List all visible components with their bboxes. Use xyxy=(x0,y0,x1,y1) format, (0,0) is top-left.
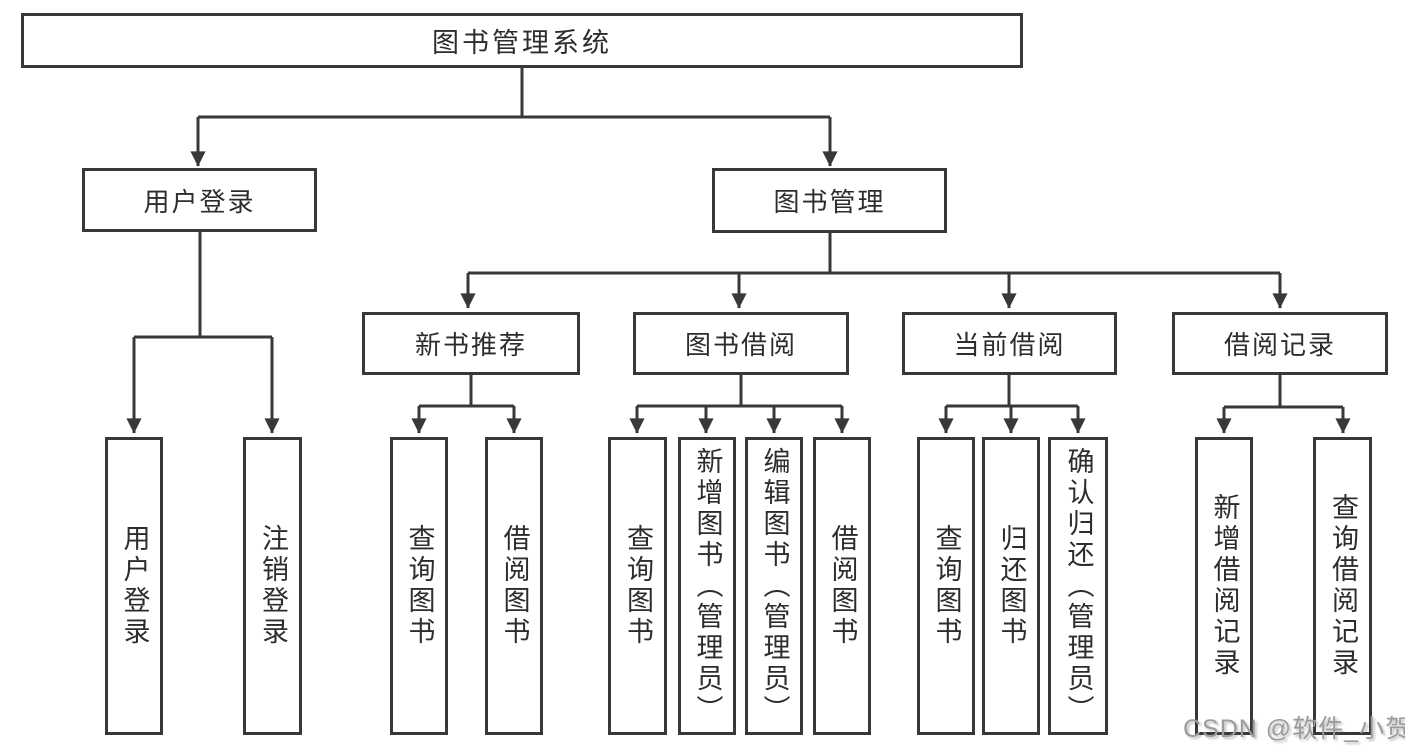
connector-borrowing-records-children xyxy=(1216,375,1351,434)
node-current-borrowing: 当前借阅 xyxy=(902,312,1117,375)
leaf-label: 用户登录 xyxy=(119,524,150,648)
connector-book-borrowing-children xyxy=(629,375,850,434)
leaf-label: 查询图书 xyxy=(623,524,653,648)
leaf-label: 查询图书 xyxy=(931,524,962,648)
csdn-watermark: CSDN @软件_小贺同学 xyxy=(1183,715,1405,743)
leaf-label: 注销登录 xyxy=(258,524,288,648)
node-label: 用户登录 xyxy=(143,186,256,217)
leaf-label: 编辑图书（管理员） xyxy=(759,446,790,726)
leaf-label: 确认归还（管理员） xyxy=(1063,446,1094,726)
leaf-logout: 注销登录 xyxy=(243,437,302,735)
leaf-label: 查询借阅记录 xyxy=(1328,493,1358,679)
node-label: 当前借阅 xyxy=(953,330,1066,360)
node-book-borrowing: 图书借阅 xyxy=(633,312,849,375)
leaf-user-login: 用户登录 xyxy=(105,437,163,735)
leaf-label: 新增借阅记录 xyxy=(1209,493,1240,679)
node-label: 图书借阅 xyxy=(684,330,797,360)
leaf-add-books-admin: 新增图书（管理员） xyxy=(678,437,736,735)
leaf-add-borrow-record: 新增借阅记录 xyxy=(1195,437,1253,735)
leaf-label: 查询图书 xyxy=(404,524,435,648)
connector-user-login-children xyxy=(126,232,280,434)
leaf-label: 新增图书（管理员） xyxy=(692,446,723,726)
connector-new-book-children xyxy=(411,375,522,434)
leaf-return-books: 归还图书 xyxy=(982,437,1040,735)
leaf-search-books-recommend: 查询图书 xyxy=(390,437,448,735)
leaf-search-books-current: 查询图书 xyxy=(917,437,975,735)
node-label: 借阅记录 xyxy=(1223,330,1336,360)
leaf-borrow-books: 借阅图书 xyxy=(813,437,871,735)
root-label: 图书管理系统 xyxy=(432,28,612,58)
leaf-search-borrow-record: 查询借阅记录 xyxy=(1313,437,1372,735)
node-label: 新书推荐 xyxy=(414,330,527,360)
node-new-book-recommendation: 新书推荐 xyxy=(362,312,580,375)
leaf-confirm-return-admin: 确认归还（管理员） xyxy=(1048,437,1108,735)
node-book-management: 图书管理 xyxy=(712,168,947,233)
leaf-edit-books-admin: 编辑图书（管理员） xyxy=(745,437,803,735)
connector-root-to-level2 xyxy=(190,68,838,167)
connector-book-management-children xyxy=(460,233,1288,309)
connector-current-borrowing-children xyxy=(938,375,1086,434)
node-user-login: 用户登录 xyxy=(82,168,317,232)
node-borrowing-records: 借阅记录 xyxy=(1172,312,1388,375)
leaf-search-books-borrowing: 查询图书 xyxy=(608,437,667,735)
node-label: 图书管理 xyxy=(773,187,886,217)
leaf-label: 归还图书 xyxy=(996,524,1027,648)
leaf-borrow-books-recommend: 借阅图书 xyxy=(485,437,543,735)
node-root-system: 图书管理系统 xyxy=(21,13,1023,68)
leaf-label: 借阅图书 xyxy=(827,524,858,648)
leaf-label: 借阅图书 xyxy=(499,524,530,648)
